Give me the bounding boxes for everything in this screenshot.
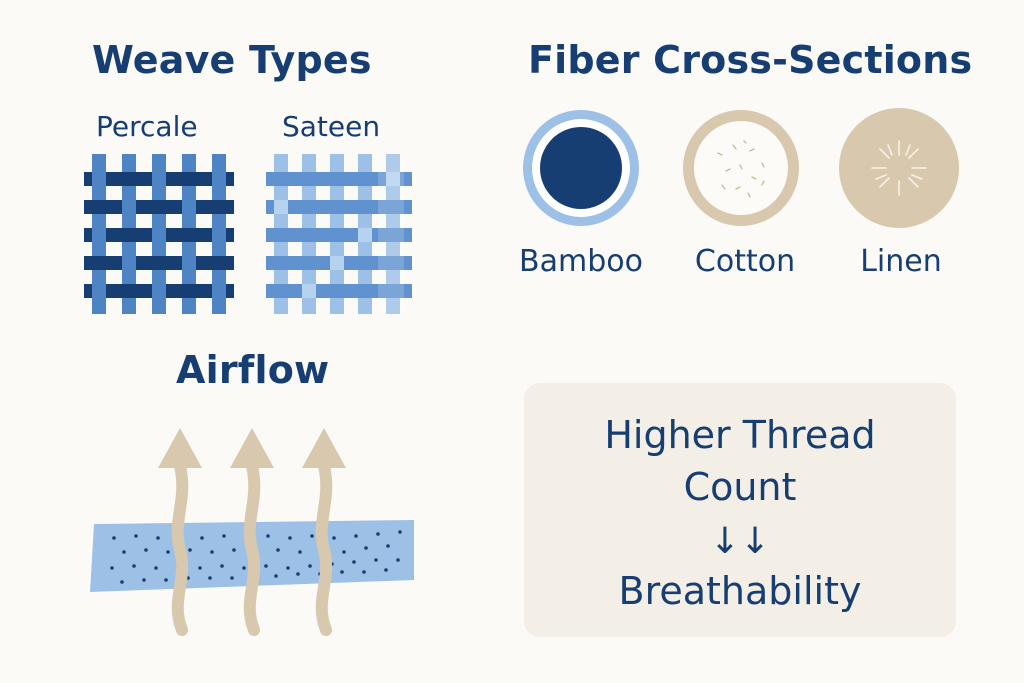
linen-fiber-icon bbox=[839, 108, 959, 228]
weave-types-title: Weave Types bbox=[92, 38, 372, 82]
linen-label: Linen bbox=[860, 244, 942, 279]
fiber-cross-sections-title: Fiber Cross-Sections bbox=[528, 38, 973, 82]
down-arrows-icon: ↓↓ bbox=[709, 521, 771, 562]
bamboo-fiber-icon bbox=[523, 110, 639, 226]
bamboo-label: Bamboo bbox=[519, 244, 643, 279]
sateen-label: Sateen bbox=[282, 110, 381, 143]
airflow-arrows-icon bbox=[90, 428, 414, 636]
breathability-text: Breathability bbox=[618, 569, 862, 613]
percale-weave-icon bbox=[84, 154, 234, 314]
count-text: Count bbox=[683, 465, 797, 509]
airflow-title: Airflow bbox=[176, 348, 330, 392]
cotton-fiber-icon bbox=[683, 110, 799, 226]
cotton-label: Cotton bbox=[694, 244, 796, 279]
thread-count-card: Higher Thread Count ↓↓ Breathability bbox=[524, 383, 956, 637]
sateen-weave-icon bbox=[266, 154, 412, 314]
higher-thread-text: Higher Thread bbox=[604, 413, 876, 457]
percale-label: Percale bbox=[96, 110, 198, 143]
